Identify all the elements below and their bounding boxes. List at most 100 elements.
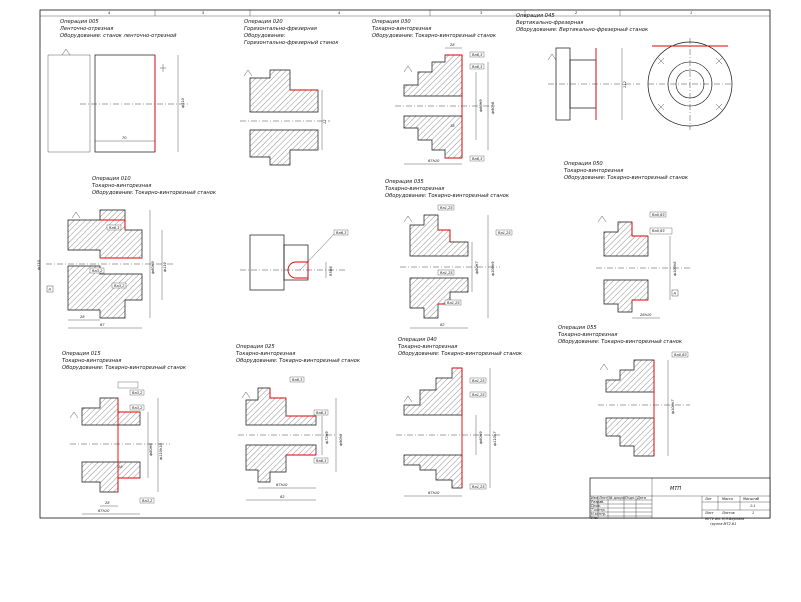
op-name: Токарно-винторезная xyxy=(236,351,295,357)
roughness-label: Ra1,25 xyxy=(440,206,453,210)
op-name: Горизонтально-фрезерная xyxy=(244,26,317,32)
dim-label: ф110 xyxy=(37,259,41,270)
op-equipment: Оборудование: Токарно-винторезный станок xyxy=(92,190,217,196)
operation-055: Операция 055 Токарно-винторезная Оборудо… xyxy=(558,325,690,457)
dim-label: ф72H9 xyxy=(325,431,329,444)
zone-numbers: 4 5 4 3 2 1 xyxy=(108,11,692,15)
operation-020-view: Ra6,3 R5H6 xyxy=(240,229,349,291)
tb-header: Масштаб xyxy=(743,497,759,501)
tb-row-label: Лист xyxy=(598,496,609,500)
roughness-label: Ra6,3 xyxy=(109,226,120,230)
tb-org: МГТУ им. Н.Э.Баумана xyxy=(705,517,744,521)
dim-label: ф112 xyxy=(163,261,167,272)
op-name: Вертикально-фрезерная xyxy=(516,20,583,26)
op-equipment: Оборудование: Токарно-винторезный станок xyxy=(372,33,497,39)
zone-number: 2 xyxy=(575,11,578,15)
roughness-label: Ra6,3 xyxy=(472,65,483,69)
support-icon xyxy=(61,48,71,56)
op-name: Токарно-винторезная xyxy=(558,332,617,338)
operation-035: Операция 035 Токарно-винторезная Оборудо… xyxy=(385,179,513,329)
op-title: Операция 020 xyxy=(244,19,283,25)
roughness-label: Ra6,3 xyxy=(292,378,303,382)
roughness-label: Ra3,2 xyxy=(132,391,143,395)
op-title: Операция 035 xyxy=(385,179,424,185)
tb-left-row: Разраб. xyxy=(591,500,604,504)
operation-005: Операция 005 Ленточно-отрезная Оборудова… xyxy=(47,19,190,153)
tb-row-label: Изм xyxy=(591,496,598,500)
roughness-label: Ra0,63 xyxy=(674,353,687,357)
roughness-label: Ra3,2 xyxy=(142,499,153,503)
clamp-icon xyxy=(657,57,723,111)
operation-030: Операция 030 Токарно-винторезная Оборудо… xyxy=(372,19,497,165)
dim-label: 82 xyxy=(280,495,285,499)
roughness-label: Ra6,3 xyxy=(472,53,483,57)
operation-040: Операция 040 Токарно-винторезная Оборудо… xyxy=(396,337,523,497)
roughness-label: Ra0,63 xyxy=(652,229,665,233)
tb-title: МТП xyxy=(670,486,681,492)
support-icon xyxy=(403,395,413,403)
dim-label: 70 xyxy=(122,136,127,140)
datum-label: A xyxy=(48,288,52,292)
op-equipment: Оборудование: Токарно-винторезный станок xyxy=(385,193,510,199)
support-icon xyxy=(243,69,253,77)
dim-label: 12 xyxy=(323,119,327,124)
roughness-label: Ra1,25 xyxy=(447,301,460,305)
tb-sheets-label: Листов xyxy=(721,511,735,515)
op-title: Операция 010 xyxy=(92,176,131,182)
op-title: Операция 045 xyxy=(516,13,555,19)
dim-label: ф100h7 xyxy=(671,399,675,414)
dim-label: 67h10 xyxy=(98,509,110,513)
op-title: Операция 005 xyxy=(60,19,99,25)
tb-left-row: Утв. xyxy=(591,516,598,520)
zone-number: 4 xyxy=(108,11,111,15)
datum-label: A xyxy=(673,292,677,296)
dim-label: ф90h8 xyxy=(491,101,495,114)
op-name: Токарно-винторезная xyxy=(564,168,623,174)
op-title: Операция 040 xyxy=(398,337,437,343)
support-icon xyxy=(71,211,81,219)
dim-label: 82 xyxy=(440,323,445,327)
drawing-frame xyxy=(39,9,771,519)
tb-row-label: Подп. xyxy=(625,496,635,500)
op-name: Ленточно-отрезная xyxy=(59,26,113,32)
clamp-icon xyxy=(160,64,166,72)
operation-025: Операция 025 Токарно-винторезная Оборудо… xyxy=(236,344,361,501)
dim-label: ф60H7 xyxy=(475,261,479,274)
zone-ticks xyxy=(154,10,621,16)
dim-label: ф100h6 xyxy=(673,261,677,276)
zone-number: 4 xyxy=(338,11,341,15)
zone-number: 1 xyxy=(690,11,692,15)
dim-label: R5H6 xyxy=(329,266,333,276)
zone-number: 5 xyxy=(202,11,205,15)
tb-org: группа МТ2-61 xyxy=(710,522,736,526)
roughness-label: Ra1,25 xyxy=(472,379,485,383)
title-block: МТП Лит Масса Масштаб 1:1 Лист Листов 1 … xyxy=(589,477,771,526)
tb-row-label: Дата xyxy=(636,496,646,500)
support-icon xyxy=(403,215,413,223)
op-title: Операция 050 xyxy=(564,161,603,167)
dim-label: ф60H9 xyxy=(479,431,483,444)
tb-scale: 1:1 xyxy=(750,504,755,508)
roughness-label: Ra3,2 xyxy=(114,284,125,288)
roughness-label: Ra6,3 xyxy=(316,411,327,415)
dim-label: ф110 xyxy=(181,97,185,108)
roughness-label: Ra6,3 xyxy=(336,231,347,235)
roughness-label: Ra1,25 xyxy=(440,271,453,275)
op-name: Токарно-винторезная xyxy=(62,358,121,364)
dim-label: ф60H9 xyxy=(479,99,483,112)
dim-label: ф110h10 xyxy=(159,443,163,460)
operation-045: Операция 045 Вертикально-фрезерная Обору… xyxy=(516,13,733,130)
dim-label: 67h10 xyxy=(428,159,440,163)
support-icon xyxy=(403,65,413,73)
dim-label: ф60H9 xyxy=(149,443,153,456)
dim-label: 28h10 xyxy=(640,313,652,317)
roughness-label: Ra0,63 xyxy=(652,213,665,217)
dim-label: 67h10 xyxy=(428,491,440,495)
tb-left-row: Пров. xyxy=(591,504,601,508)
op-equipment: Оборудование: Токарно-винторезный станок xyxy=(558,339,683,345)
tb-left-row: Н.контр. xyxy=(591,512,606,516)
tb-sheet-label: Лист xyxy=(704,511,715,515)
op-equipment: Оборудование: Токарно-винторезный станок xyxy=(62,365,187,371)
support-icon xyxy=(241,391,251,399)
